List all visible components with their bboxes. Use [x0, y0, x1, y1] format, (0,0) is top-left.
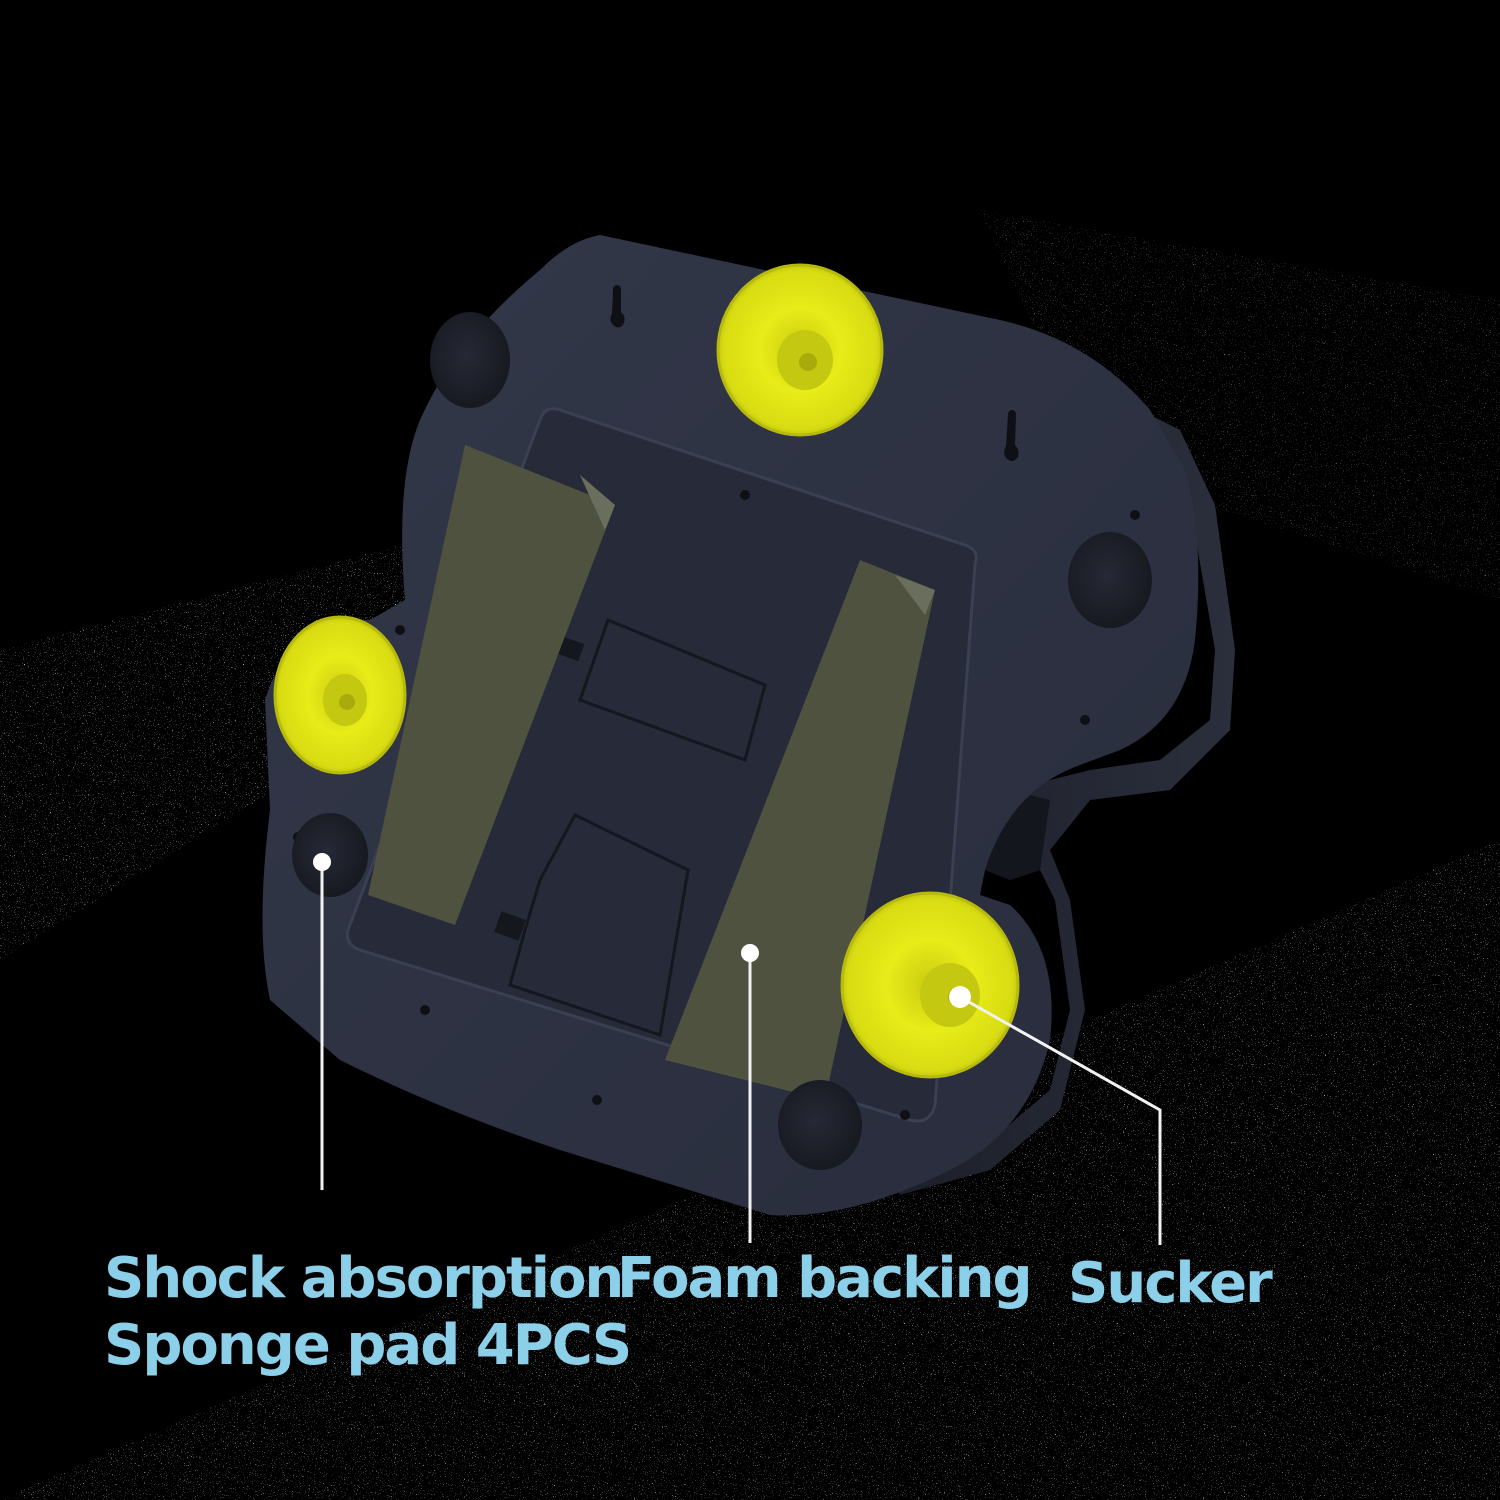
keyhole-slot	[610, 285, 1019, 462]
foam-strip-right-peel	[895, 575, 935, 615]
label-shock-line2: Sponge pad 4PCS	[104, 1313, 632, 1379]
latch-clip	[494, 911, 526, 941]
compartment-cover-bottom	[508, 813, 690, 1037]
foam-strip-right	[665, 560, 935, 1100]
base-side-edge	[890, 385, 1235, 1195]
sponge-pad	[292, 813, 368, 897]
sucker-top	[716, 263, 884, 437]
sucker-bottom-right	[840, 891, 1020, 1079]
suckers	[273, 263, 1020, 1079]
label-shock-absorption: Shock absorption Sponge pad 4PCS	[104, 1245, 632, 1379]
latch-clip	[557, 636, 585, 662]
label-shock-line1: Shock absorption	[104, 1246, 624, 1311]
foam-strip-left	[368, 445, 615, 925]
callout-dots	[313, 853, 971, 1008]
sponge-pad	[778, 1080, 862, 1170]
shock-absorption-pads	[292, 312, 1152, 1170]
sucker-left	[273, 615, 407, 775]
callout-lines	[320, 862, 1162, 1245]
callout-line-sucker	[959, 995, 1162, 1245]
compartment-cover-top	[578, 618, 767, 762]
side-notch	[985, 790, 1050, 880]
foam-strip-left-peel	[580, 475, 615, 530]
sponge-pad	[1068, 532, 1152, 628]
sponge-pad	[430, 312, 510, 408]
label-sucker: Sucker	[1068, 1251, 1273, 1316]
screw-holes	[293, 490, 1140, 1120]
label-foam-backing: Foam backing	[617, 1246, 1033, 1311]
